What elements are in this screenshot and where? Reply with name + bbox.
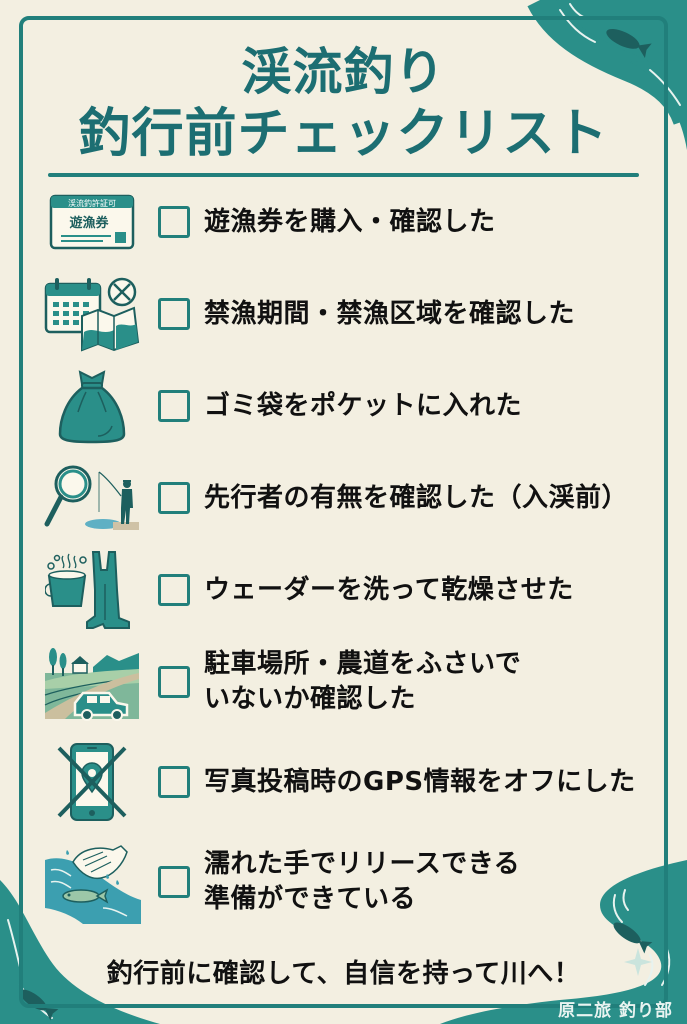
item-label-line-2: いないか確認した [204, 684, 417, 714]
item-label-line-1: 濡れた手でリリースできる [204, 849, 521, 879]
checklist-frame [19, 16, 668, 1008]
checklist-item-parking[interactable]: 駐車場所・農道をふさいで いないか確認した [40, 640, 660, 724]
checkbox[interactable] [158, 206, 190, 238]
search-angler-icon [40, 456, 144, 540]
checklist-item-fishing-license[interactable]: 渓流釣許証可 遊漁券 遊漁券を購入・確認した [40, 180, 660, 264]
item-label: 先行者の有無を確認した（入渓前） [204, 482, 629, 513]
trash-bag-icon [40, 364, 144, 448]
item-label-line-1: 駐車場所・農道をふさいで [204, 649, 522, 679]
calendar-map-prohibited-icon [40, 272, 144, 356]
item-label: 写真投稿時のGPS情報をオフにした [204, 766, 636, 797]
checkbox[interactable] [158, 482, 190, 514]
item-label: 駐車場所・農道をふさいで いないか確認した [204, 647, 521, 717]
checklist-item-wash-waders[interactable]: ウェーダーを洗って乾燥させた [40, 548, 660, 632]
checklist-item-wet-hands-release[interactable]: 濡れた手でリリースできる 準備ができている [40, 840, 660, 924]
item-label-line-2: 準備ができている [204, 884, 417, 914]
checkbox[interactable] [158, 390, 190, 422]
checkbox[interactable] [158, 298, 190, 330]
title-line-2: 釣行前チェックリスト [78, 104, 609, 164]
svg-text:遊漁券: 遊漁券 [69, 215, 109, 231]
checklist-item-gps-off[interactable]: 写真投稿時のGPS情報をオフにした [40, 740, 660, 824]
item-label: 禁漁期間・禁漁区域を確認した [204, 298, 576, 329]
checkbox[interactable] [158, 574, 190, 606]
checklist-item-closed-season[interactable]: 禁漁期間・禁漁区域を確認した [40, 272, 660, 356]
checkbox[interactable] [158, 766, 190, 798]
title-line-1: 渓流釣り [241, 43, 446, 101]
item-label: 濡れた手でリリースできる 準備ができている [204, 847, 520, 917]
title-divider [48, 173, 639, 177]
footer-message: 釣行前に確認して、自信を持って川へ！ [106, 959, 581, 989]
item-label: ウェーダーを洗って乾燥させた [204, 574, 574, 605]
item-label: ゴミ袋をポケットに入れた [204, 390, 523, 421]
item-label: 遊漁券を購入・確認した [204, 206, 496, 237]
svg-text:渓流釣許証可: 渓流釣許証可 [68, 198, 116, 208]
brand-label: 原二旅 釣り部 [558, 1001, 673, 1021]
parking-farm-road-icon [40, 640, 144, 724]
checklist-item-trash-bag[interactable]: ゴミ袋をポケットに入れた [40, 364, 660, 448]
wash-waders-icon [40, 548, 144, 632]
wet-hands-release-icon [40, 840, 144, 924]
checkbox[interactable] [158, 666, 190, 698]
phone-gps-off-icon [40, 740, 144, 824]
fishing-license-icon: 渓流釣許証可 遊漁券 [40, 180, 144, 264]
checkbox[interactable] [158, 866, 190, 898]
checklist-item-prior-angler[interactable]: 先行者の有無を確認した（入渓前） [40, 456, 660, 540]
